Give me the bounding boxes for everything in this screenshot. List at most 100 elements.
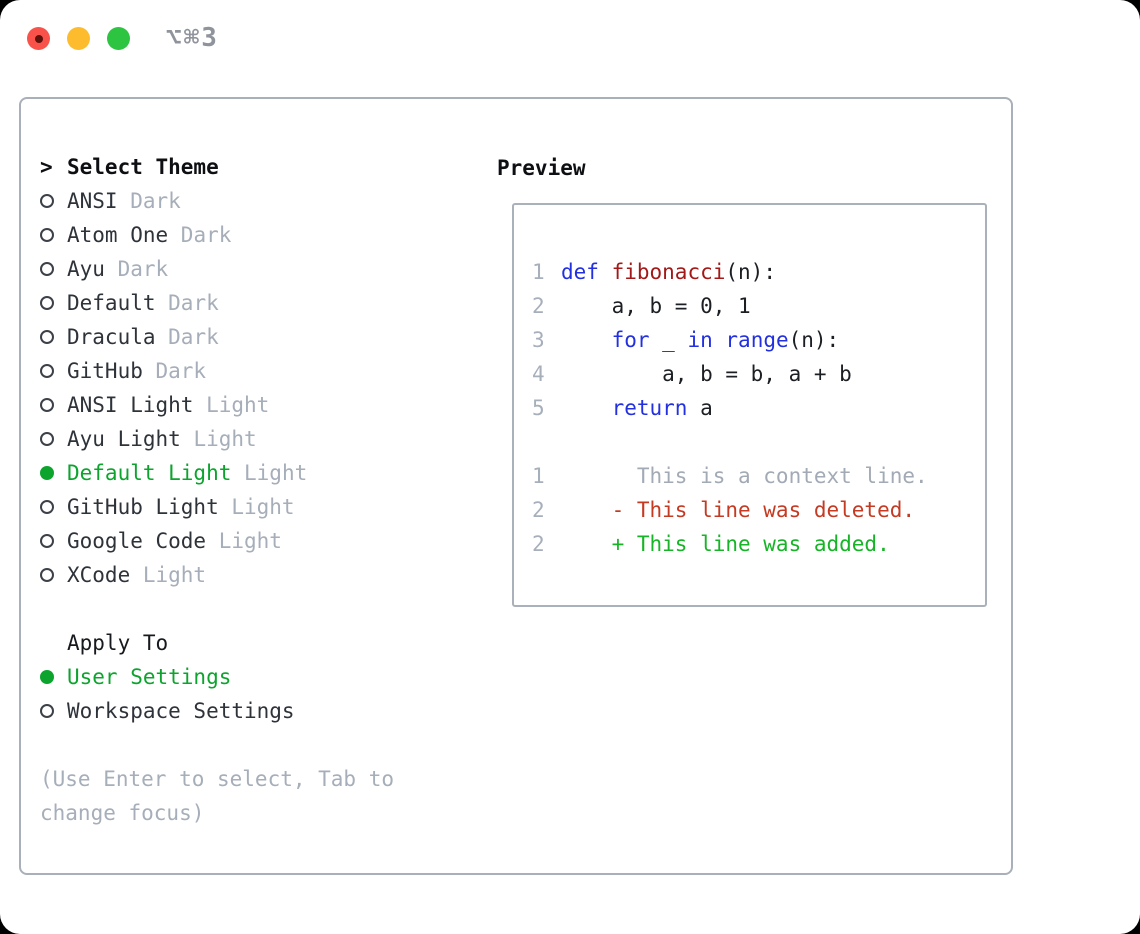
code-line: 3 for _ in range(n): <box>532 323 985 357</box>
option-variant-label: Dark <box>168 223 232 247</box>
code-segment-plain <box>561 396 612 420</box>
apply-option-workspace-settings[interactable]: Workspace Settings <box>40 694 420 728</box>
line-number: 3 <box>532 328 545 352</box>
theme-option-atom-one-dark[interactable]: Atom One Dark <box>40 218 420 252</box>
code-segment-plain <box>599 260 612 284</box>
line-content: def fibonacci(n): <box>561 255 776 289</box>
option-variant-label: Dark <box>142 359 207 383</box>
spacer <box>40 592 420 626</box>
theme-option-default-light-light[interactable]: Default Light Light <box>40 456 420 490</box>
line-content: - This line was deleted. <box>561 493 915 527</box>
preview-title: Preview <box>497 156 586 180</box>
select-theme-header: > Select Theme <box>40 150 420 184</box>
theme-option-dracula-dark[interactable]: Dracula Dark <box>40 320 420 354</box>
theme-option-github-light-light[interactable]: GitHub Light Light <box>40 490 420 524</box>
option-variant-label: Dark <box>104 257 169 281</box>
option-label: Default Light <box>67 461 232 485</box>
radio-icon <box>40 534 54 548</box>
line-number <box>532 425 561 459</box>
diff-added-line: 2 + This line was added. <box>532 527 985 561</box>
code-segment-plain: a, b = 0, 1 <box>561 294 751 318</box>
blank-line <box>532 425 985 459</box>
option-label: GitHub Light <box>67 495 219 519</box>
option-label: Ayu Light <box>67 427 181 451</box>
code-segment-plain <box>561 328 612 352</box>
code-segment-keyword: return <box>611 396 688 420</box>
radio-icon <box>40 364 54 378</box>
radio-icon <box>40 432 54 446</box>
line-content: a, b = 0, 1 <box>561 289 751 323</box>
code-segment-plain: a <box>687 396 713 420</box>
minimize-button[interactable] <box>67 27 90 50</box>
theme-option-xcode-light[interactable]: XCode Light <box>40 558 420 592</box>
traffic-lights <box>27 27 130 50</box>
option-label: User Settings <box>67 665 232 689</box>
option-label: ANSI <box>67 189 118 213</box>
option-variant-label: Light <box>206 529 282 553</box>
line-number: 2 <box>532 532 545 556</box>
code-segment-keyword: for <box>611 328 650 352</box>
line-number: 1 <box>532 464 545 488</box>
code-segment-plain: (n): <box>725 260 776 284</box>
preview-pane: 1 def fibonacci(n): 2 a, b = 0, 1 3 for _ i… <box>512 203 987 607</box>
option-variant-label: Light <box>231 461 308 485</box>
code-segment-plain: (n): <box>788 328 840 352</box>
line-number: 2 <box>532 498 545 522</box>
radio-icon <box>40 500 54 514</box>
option-variant-label: Light <box>130 563 207 587</box>
help-text: (Use Enter to select, Tab to change focu… <box>40 767 395 825</box>
theme-option-default-dark[interactable]: Default Dark <box>40 286 420 320</box>
radio-icon <box>40 262 54 276</box>
theme-option-google-code-light[interactable]: Google Code Light <box>40 524 420 558</box>
theme-option-ansi-light-light[interactable]: ANSI Light Light <box>40 388 420 422</box>
code-segment-plain: a, b = b, a + b <box>561 362 852 386</box>
preview-code-block: 1 def fibonacci(n): 2 a, b = 0, 1 3 for _ i… <box>532 255 985 561</box>
code-line: 1 def fibonacci(n): <box>532 255 985 289</box>
apply-to-header: Apply To <box>40 626 420 660</box>
option-label: Default <box>67 291 156 315</box>
line-number: 4 <box>532 362 545 386</box>
option-label: Dracula <box>67 325 156 349</box>
line-content: a, b = b, a + b <box>561 357 852 391</box>
keyboard-shortcut-label: ⌥⌘3 <box>166 23 219 53</box>
option-label: Workspace Settings <box>67 699 295 723</box>
option-label: XCode <box>67 563 131 587</box>
theme-option-ayu-light-light[interactable]: Ayu Light Light <box>40 422 420 456</box>
apply-to-title: Apply To <box>67 631 169 655</box>
option-label: Google Code <box>67 529 207 553</box>
option-label: GitHub <box>67 359 143 383</box>
close-button[interactable] <box>27 27 50 50</box>
option-variant-label: Dark <box>155 291 219 315</box>
line-content: for _ in range(n): <box>561 323 840 357</box>
diff-deleted-line: 2 - This line was deleted. <box>532 493 985 527</box>
radio-selected-icon <box>40 670 54 684</box>
radio-icon <box>40 296 54 310</box>
code-segment-added: + This line was added. <box>561 532 890 556</box>
option-label: ANSI Light <box>67 393 194 417</box>
line-content: + This line was added. <box>561 527 890 561</box>
line-content: return a <box>561 391 713 425</box>
option-label: Ayu <box>67 257 105 281</box>
code-segment-keyword: range <box>725 328 789 352</box>
zoom-button[interactable] <box>107 27 130 50</box>
theme-option-github-dark[interactable]: GitHub Dark <box>40 354 420 388</box>
radio-icon <box>40 194 54 208</box>
code-segment-keyword: def <box>561 260 599 284</box>
line-number: 1 <box>532 260 545 284</box>
theme-option-ansi-dark[interactable]: ANSI Dark <box>40 184 420 218</box>
line-content: This is a context line. <box>561 459 928 493</box>
apply-option-user-settings[interactable]: User Settings <box>40 660 420 694</box>
radio-icon <box>40 330 54 344</box>
code-segment-keyword: in <box>687 328 713 352</box>
option-variant-label: Light <box>180 427 257 451</box>
radio-selected-icon <box>40 466 54 480</box>
theme-option-ayu-dark[interactable]: Ayu Dark <box>40 252 420 286</box>
option-variant-label: Dark <box>155 325 219 349</box>
code-line: 4 a, b = b, a + b <box>532 357 985 391</box>
line-number: 5 <box>532 396 545 420</box>
code-line: 5 return a <box>532 391 985 425</box>
